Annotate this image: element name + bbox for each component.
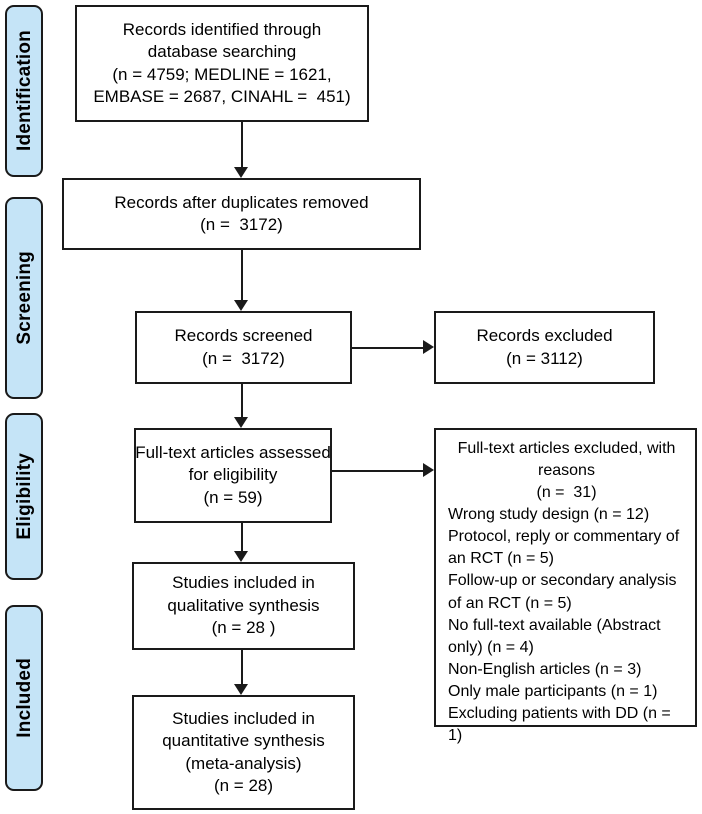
node-qualitative-synthesis: Studies included in qualitative synthesi…: [132, 562, 355, 650]
node-duplicates-removed: Records after duplicates removed (n = 31…: [62, 178, 421, 250]
arrow-duplicates-to-screened: [234, 300, 248, 311]
connector-fulltext-to-qualitative: [241, 523, 243, 551]
node-records-identified-line-1: Records identified through: [122, 19, 322, 39]
node-quantitative-synthesis-line-3: (meta-analysis): [185, 753, 302, 773]
stage-label-identification: Identification: [5, 5, 43, 177]
connector-duplicates-to-screened: [241, 250, 243, 300]
node-fulltext-assessed-line-3: (n = 59): [203, 487, 263, 507]
node-quantitative-synthesis-line-1: Studies included in: [172, 708, 315, 728]
node-records-excluded: Records excluded (n = 3112): [434, 311, 655, 384]
node-fulltext-assessed-line-2: for eligibility: [188, 465, 278, 485]
node-quantitative-synthesis-line-4: (n = 28): [213, 775, 274, 795]
arrow-qualitative-to-quantitative: [234, 684, 248, 695]
exclusion-reason-item: Excluding patients with DD (n = 1): [448, 704, 671, 745]
node-duplicates-removed-line-2: (n = 3172): [200, 215, 283, 234]
node-records-identified-line-4: EMBASE = 2687, CINAHL = 451): [93, 86, 351, 106]
exclusion-reason-item: Only male participants (n = 1): [448, 682, 658, 700]
node-fulltext-assessed: Full-text articles assessed for eligibil…: [134, 428, 332, 523]
node-fulltext-excluded-heading-1: Full-text articles excluded, with: [457, 440, 676, 457]
node-fulltext-excluded-heading-2: reasons: [538, 462, 595, 480]
stage-label-eligibility: Eligibility: [5, 413, 43, 580]
exclusion-reason-item: Wrong study design (n = 12): [448, 506, 650, 524]
node-duplicates-removed-line-1: Records after duplicates removed: [114, 192, 369, 212]
connector-identified-to-duplicates: [241, 122, 243, 167]
node-records-screened-line-1: Records screened: [174, 326, 313, 346]
exclusion-reason-item: Non-English articles (n = 3): [448, 660, 642, 678]
node-fulltext-assessed-line-1: Full-text articles assessed: [135, 442, 331, 462]
stage-label-included-text: Included: [13, 658, 35, 738]
arrow-identified-to-duplicates: [234, 167, 248, 178]
stage-label-screening-text: Screening: [13, 251, 35, 345]
stage-label-included: Included: [5, 605, 43, 791]
arrow-fulltext-to-qualitative: [234, 551, 248, 562]
connector-screened-to-fulltext: [241, 384, 243, 417]
exclusion-reason-item: Protocol, reply or commentary of an RCT …: [448, 528, 680, 568]
node-records-identified: Records identified through database sear…: [75, 5, 369, 122]
node-quantitative-synthesis: Studies included in quantitative synthes…: [132, 695, 355, 810]
node-quantitative-synthesis-line-2: quantitative synthesis: [162, 731, 325, 751]
node-records-excluded-line-2: (n = 3112): [506, 348, 583, 368]
node-records-screened: Records screened (n = 3172): [135, 311, 352, 384]
arrow-screened-to-excluded: [423, 340, 434, 354]
node-fulltext-excluded-heading-3: (n = 31): [536, 484, 597, 502]
node-qualitative-synthesis-line-3: (n = 28 ): [211, 618, 276, 638]
node-records-identified-line-3: (n = 4759; MEDLINE = 1621,: [112, 64, 332, 84]
connector-fulltext-to-reasons: [332, 470, 423, 472]
node-qualitative-synthesis-line-2: qualitative synthesis: [167, 595, 320, 615]
node-fulltext-excluded-reasons: Full-text articles excluded, with reason…: [434, 428, 697, 744]
connector-screened-to-excluded: [352, 347, 423, 349]
node-records-identified-line-2: database searching: [147, 42, 297, 62]
stage-label-screening: Screening: [5, 197, 43, 399]
node-records-screened-line-2: (n = 3172): [202, 348, 285, 368]
stage-label-eligibility-text: Eligibility: [13, 453, 35, 540]
arrow-screened-to-fulltext: [234, 417, 248, 428]
exclusion-reason-item: Follow-up or secondary analysis of an RC…: [448, 572, 677, 612]
node-records-excluded-line-1: Records excluded: [476, 326, 613, 346]
exclusion-reason-item: No full-text available (Abstract only) (…: [448, 616, 661, 656]
node-qualitative-synthesis-line-1: Studies included in: [172, 573, 315, 593]
stage-label-identification-text: Identification: [13, 30, 35, 152]
connector-qualitative-to-quantitative: [241, 650, 243, 684]
arrow-fulltext-to-reasons: [423, 463, 434, 477]
